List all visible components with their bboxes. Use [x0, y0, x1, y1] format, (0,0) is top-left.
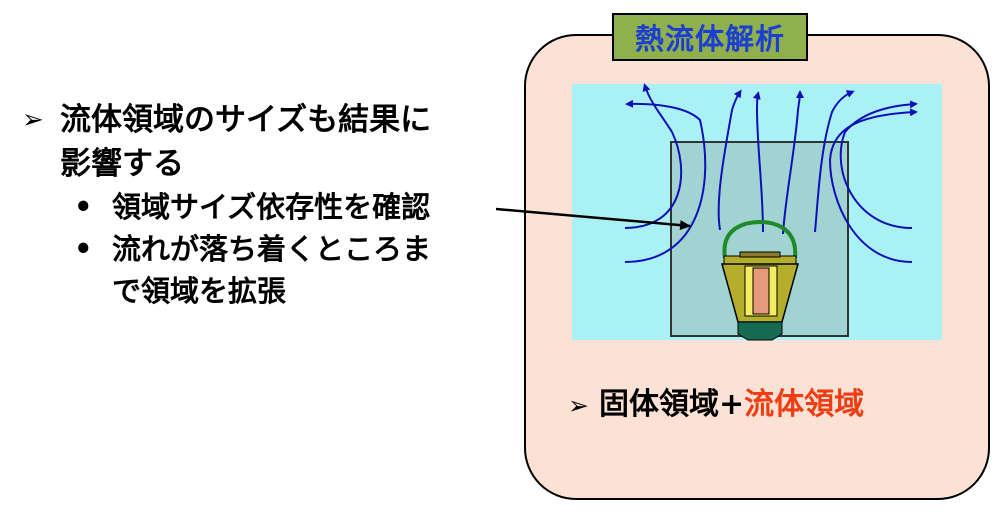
bucket-base	[737, 321, 783, 341]
sub-bullet-2: • 流れが落ち着くところま で領域を拡張	[22, 228, 522, 312]
streamline	[828, 108, 918, 263]
bucket-top-ring	[739, 251, 781, 258]
streamline	[814, 90, 855, 233]
explanation-text-block: ➢ 流体領域のサイズも結果に 影響する • 領域サイズ依存性を確認 • 流れが落…	[22, 98, 522, 312]
streamline	[752, 91, 764, 233]
streamline	[624, 83, 683, 229]
streamline	[717, 89, 742, 231]
arrow-bullet-icon: ➢	[22, 105, 44, 135]
main-bullet-line1: 流体領域のサイズも結果に	[60, 102, 432, 138]
pointer-arrow	[495, 207, 691, 231]
bucket-heater-object	[721, 219, 799, 341]
heater-element	[752, 267, 770, 315]
main-bullet-line2: 影響する	[60, 146, 184, 182]
sub-bullet-2-line2: で領域を拡張	[112, 274, 287, 308]
domain-label: ➢ 固体領域+流体領域	[568, 379, 864, 423]
sub-bullet-2-line1: 流れが落ち着くところま	[112, 232, 432, 266]
sub-bullet-dot: •	[74, 190, 93, 224]
fluid-domain-text: 流体領域	[744, 387, 865, 422]
solid-domain-text: 固体領域+	[598, 387, 745, 422]
arrow-bullet-icon: ➢	[568, 391, 589, 420]
bucket-handle	[722, 219, 798, 259]
panel-title: 熱流体解析	[612, 13, 808, 61]
main-bullet: ➢ 流体領域のサイズも結果に 影響する	[22, 98, 522, 186]
sub-bullet-dot: •	[74, 232, 93, 266]
streamline	[624, 99, 707, 263]
streamline	[839, 100, 918, 229]
sub-bullet-1: • 領域サイズ依存性を確認	[22, 186, 522, 228]
flow-streamlines	[624, 83, 918, 263]
streamline	[782, 90, 804, 235]
sub-bullet-1-text: 領域サイズ依存性を確認	[112, 190, 431, 224]
